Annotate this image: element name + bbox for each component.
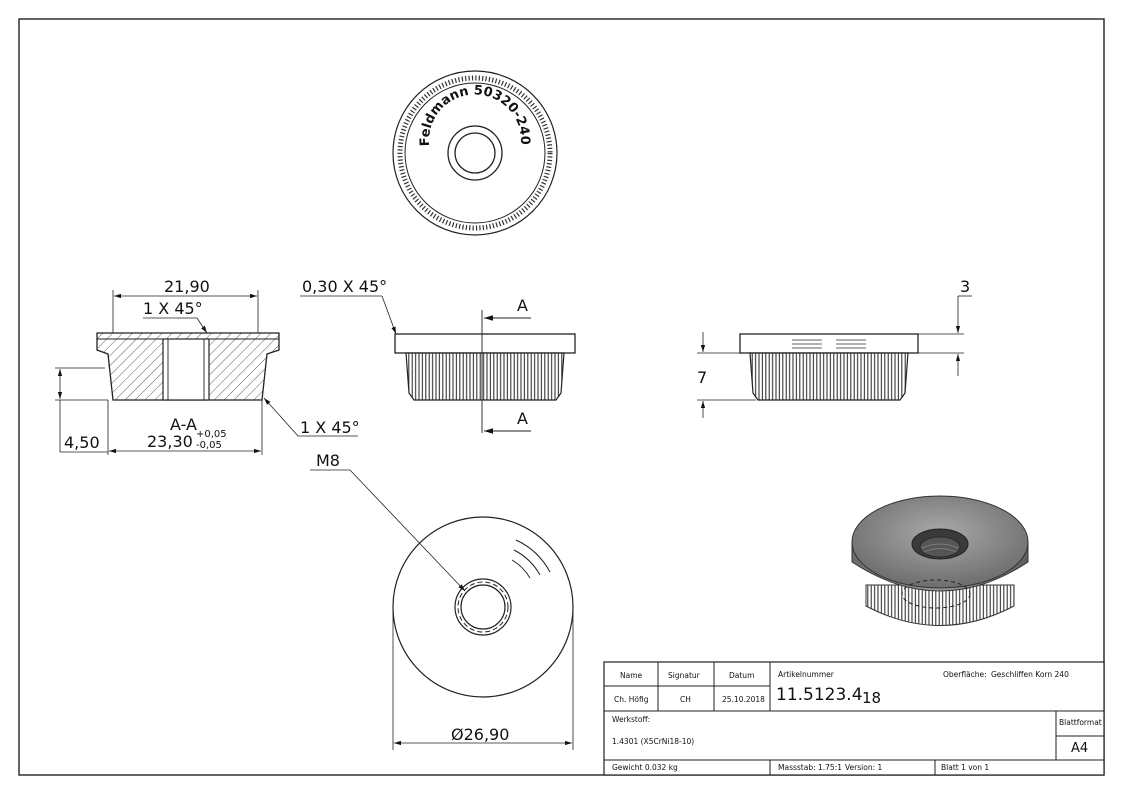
iso-knurl-body bbox=[865, 584, 1015, 626]
iso-dashed-ring bbox=[901, 579, 971, 609]
side-flange bbox=[739, 333, 919, 354]
tb-artikel-suffix: 18 bbox=[862, 689, 881, 707]
section-view: 21,90 1 X 45° 1 X 45° 4,50 A-A 23,30 +0,… bbox=[55, 277, 360, 455]
dim-diameter-label: 23,30 bbox=[147, 432, 193, 451]
isometric-view bbox=[851, 495, 1029, 626]
tb-blattformat-label: Blattformat bbox=[1059, 718, 1102, 727]
engraving-text: Feldmann 50320-240M8 bbox=[0, 0, 532, 146]
top-view-bore-outer bbox=[447, 125, 503, 181]
tb-blattformat-value: A4 bbox=[1071, 741, 1088, 756]
bottom-bore-thread bbox=[457, 581, 509, 633]
tolerance-minus: -0,05 bbox=[196, 440, 222, 451]
section-bore bbox=[162, 338, 210, 401]
dim-flange-label: 3 bbox=[960, 277, 970, 296]
diameter-label: Ø26,90 bbox=[451, 725, 509, 744]
tb-werkstoff-label: Werkstoff: bbox=[612, 715, 650, 724]
cut-label-bottom: A bbox=[517, 409, 528, 428]
title-block: Name Signatur Datum Ch. Höfig CH 25.10.2… bbox=[603, 661, 1105, 776]
section-label: A-A bbox=[170, 415, 197, 434]
tb-oberflaeche-label: Oberfläche: bbox=[943, 670, 987, 679]
tb-artikel-value: 11.5123.4 bbox=[776, 685, 863, 705]
tb-artikel-label: Artikelnummer bbox=[778, 670, 835, 679]
thread-label: M8 bbox=[316, 451, 340, 470]
bottom-bore-outer bbox=[454, 578, 512, 636]
tb-gewicht: Gewicht 0.032 kg bbox=[612, 763, 678, 772]
tb-version: Version: 1 bbox=[845, 763, 882, 772]
side-knurl-body bbox=[749, 352, 909, 401]
tb-datum-value: 25.10.2018 bbox=[722, 695, 765, 704]
front-view: 0,30 X 45° A A bbox=[300, 277, 576, 434]
sheet-border bbox=[18, 18, 1105, 776]
chamfer-bottom-label: 1 X 45° bbox=[300, 418, 360, 437]
tb-oberflaeche-value: Geschliffen Korn 240 bbox=[991, 670, 1069, 679]
tb-blatt: Blatt 1 von 1 bbox=[941, 763, 989, 772]
dim-height-label: 4,50 bbox=[64, 433, 100, 452]
front-flange bbox=[394, 333, 576, 354]
bottom-view: M8 Ø26,90 bbox=[310, 451, 574, 750]
top-view-bore-inner bbox=[454, 132, 496, 174]
cut-label-top: A bbox=[517, 296, 528, 315]
tb-massstab: Massstab: 1.75:1 bbox=[778, 763, 842, 772]
tb-signatur-value: CH bbox=[680, 695, 691, 704]
top-view-inner-ring bbox=[404, 82, 546, 224]
top-view-outer-circle bbox=[392, 70, 558, 236]
tb-col-name: Name bbox=[620, 671, 643, 680]
dim-width-label: 21,90 bbox=[164, 277, 210, 296]
chamfer-top-label: 1 X 45° bbox=[143, 299, 203, 318]
bottom-bore-inner bbox=[460, 584, 506, 630]
tb-col-datum: Datum bbox=[729, 671, 754, 680]
tb-werkstoff-value: 1.4301 (X5CrNi18-10) bbox=[612, 737, 694, 746]
tolerance-plus: +0,05 bbox=[196, 429, 227, 440]
side-view: 3 7 bbox=[697, 277, 972, 418]
tb-name-value: Ch. Höfig bbox=[614, 695, 649, 704]
top-view: Feldmann 50320-240M8 bbox=[0, 0, 558, 236]
tb-col-signatur: Signatur bbox=[668, 671, 701, 680]
top-view-knurl-ring bbox=[397, 75, 553, 231]
front-chamfer-label: 0,30 X 45° bbox=[302, 277, 387, 296]
front-knurl-body bbox=[405, 352, 565, 401]
dim-knurl-label: 7 bbox=[697, 368, 707, 387]
